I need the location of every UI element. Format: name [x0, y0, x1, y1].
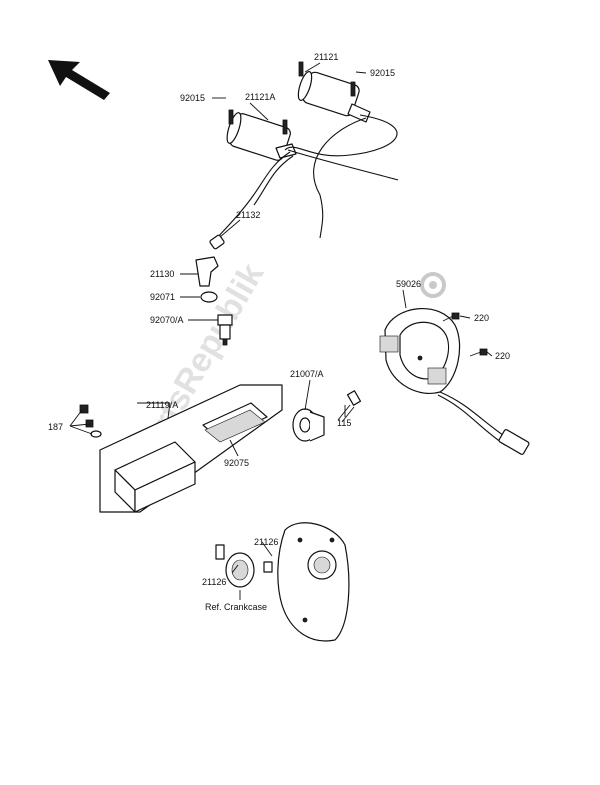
washer-92071	[200, 291, 218, 303]
label-220-bottom: 220	[495, 351, 510, 361]
label-21121: 21121	[314, 52, 338, 62]
label-21007a: 21007/A	[290, 369, 324, 379]
front-direction-arrow-icon	[48, 60, 110, 100]
label-21121a: 21121A	[245, 92, 275, 102]
label-59026: 59026	[396, 279, 421, 289]
plug-cap-21132	[209, 234, 225, 250]
pickup-sensor-21126	[215, 544, 273, 588]
igniter-box	[99, 384, 283, 513]
part-labels: 21121 92015 92015 21121A 21132 21130 920…	[48, 52, 510, 612]
ignition-coil-right	[297, 61, 371, 123]
label-220-top: 220	[474, 313, 489, 323]
screws-187	[79, 404, 102, 438]
label-92075: 92075	[224, 458, 249, 468]
label-187: 187	[48, 422, 63, 432]
label-115: 115	[337, 418, 351, 428]
label-92071: 92071	[150, 292, 175, 302]
label-92015-left: 92015	[180, 93, 205, 103]
label-92070a: 92070/A	[150, 315, 184, 325]
watermark-gear-icon	[420, 272, 446, 298]
label-92015-right: 92015	[370, 68, 395, 78]
bolt-220-bottom	[469, 348, 488, 357]
label-21126-top: 21126	[254, 537, 278, 547]
leader-lines	[69, 62, 493, 600]
plug-cap-21130	[195, 256, 219, 287]
label-21132: 21132	[236, 210, 260, 220]
label-21126-bottom: 21126	[202, 577, 226, 587]
bolt-115	[337, 390, 362, 423]
label-ref-crankcase: Ref. Crankcase	[205, 602, 267, 612]
spark-plug-92070	[217, 314, 233, 346]
bolt-220-top	[442, 312, 460, 322]
ignition-coil-left	[226, 109, 297, 161]
pickup-coil-assembly	[379, 307, 530, 455]
timing-rotor-21007	[292, 408, 325, 442]
label-21130: 21130	[150, 269, 174, 279]
crankcase-cover	[277, 522, 350, 642]
label-21119a: 21119/A	[146, 400, 178, 410]
